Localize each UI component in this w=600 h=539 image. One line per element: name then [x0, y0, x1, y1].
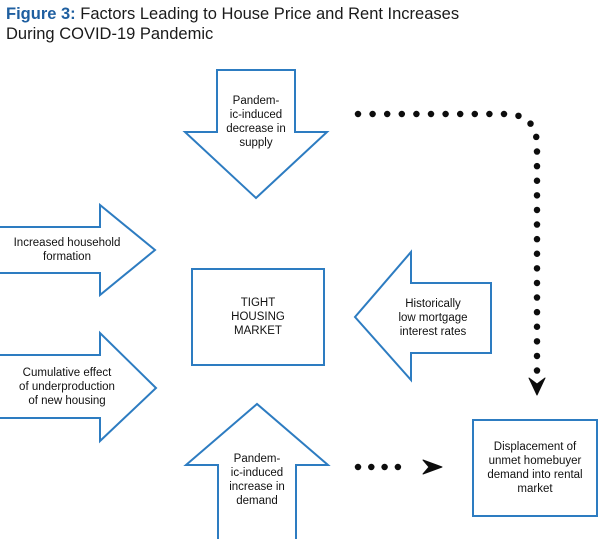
tight-housing-market-label: TIGHT HOUSING MARKET [231, 297, 285, 337]
household-formation-label: Increased household formation [13, 237, 121, 263]
tight-housing-market-box [191, 268, 325, 366]
displacement-box [472, 419, 598, 517]
displacement-label: Displacement of unmet homebuyer demand i… [487, 441, 583, 495]
figure-title-line-2: During COVID-19 Pandemic [6, 25, 214, 43]
right-arrow-household-formation [0, 202, 157, 298]
figure-title-line-1: Figure 3: Factors Leading to House Price… [6, 4, 566, 24]
right-arrow-underproduction [0, 330, 158, 444]
dotted-connector-arrowhead-right [422, 459, 443, 475]
left-arrow-mortgage-rates [353, 249, 492, 383]
figure-number: Figure 3: [6, 5, 76, 23]
up-arrow-demand [183, 402, 331, 539]
supply-decrease-label: Pandem- ic-induced decrease in supply [226, 95, 286, 149]
demand-increase-label: Pandem- ic-induced increase in demand [229, 453, 285, 507]
figure-title: Figure 3: Factors Leading to House Price… [6, 4, 566, 44]
dotted-connector-supply-to-displacement [354, 110, 541, 376]
mortgage-rates-label: Historically low mortgage interest rates [398, 298, 468, 338]
dotted-connector-arrowhead-down [528, 377, 546, 396]
figure-title-text: Factors Leading to House Price and Rent … [80, 5, 460, 23]
underproduction-label: Cumulative effect of underproduction of … [19, 367, 115, 407]
down-arrow-supply [182, 69, 330, 200]
